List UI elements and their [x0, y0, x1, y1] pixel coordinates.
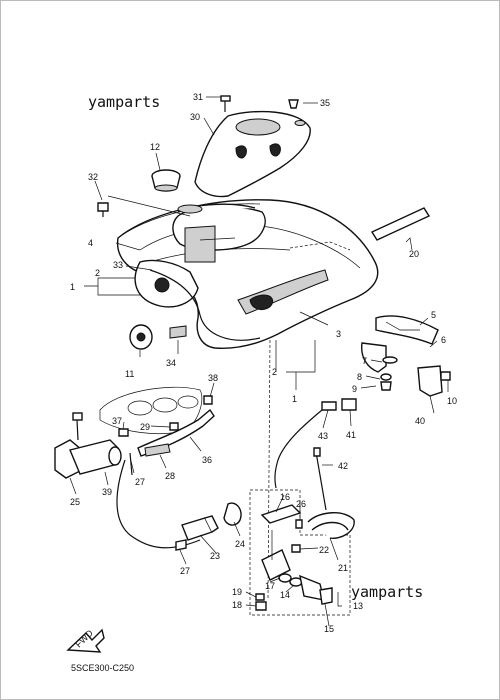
callout: 43 [318, 431, 328, 441]
callout: 36 [202, 455, 212, 465]
rubber-strip [370, 207, 431, 241]
callout: 3 [336, 329, 341, 339]
fuel-filter [175, 502, 242, 551]
callout: 25 [70, 497, 80, 507]
tank-top-cover [172, 203, 266, 263]
callout: 17 [265, 581, 275, 591]
console-cover [194, 110, 311, 198]
fwd-arrow-icon: FWD [66, 627, 105, 653]
callout: 39 [102, 487, 112, 497]
callout: 42 [338, 461, 348, 471]
callout: 14 [280, 590, 290, 600]
fuel-cap [151, 169, 181, 192]
callout: 10 [447, 396, 457, 406]
callout: 16 [280, 492, 290, 502]
callout: 40 [415, 416, 425, 426]
callout: 13 [353, 601, 363, 611]
callout: 41 [346, 430, 356, 440]
callout: 1 [70, 282, 75, 292]
callout: 27 [135, 477, 145, 487]
dampers [129, 324, 187, 350]
diagram-code: 5SCE300-C250 [71, 663, 135, 673]
callout: 4 [88, 238, 93, 248]
callout: 24 [235, 539, 245, 549]
callout: 26 [296, 499, 306, 509]
callout: 11 [125, 369, 134, 379]
callout: 8 [357, 372, 362, 382]
fuel-hoses [116, 408, 215, 549]
fuel-cock [249, 489, 355, 616]
callout: 9 [352, 384, 357, 394]
callout: 5 [431, 310, 436, 320]
callout: 1 [292, 394, 297, 404]
fuel-pump [54, 412, 122, 479]
callout: 29 [140, 422, 150, 432]
engine-intake-block [99, 386, 203, 434]
watermark-bottom: yamparts [351, 583, 424, 601]
rear-bracket [361, 315, 451, 397]
hose-clamps [118, 395, 213, 437]
callout: 23 [210, 551, 220, 561]
small-fasteners-top [97, 95, 299, 217]
callout: 30 [190, 112, 200, 122]
callout: 31 [193, 92, 203, 102]
callout: 2 [272, 367, 277, 377]
callout: 12 [150, 142, 160, 152]
callout: 7 [362, 356, 367, 366]
callout: 22 [319, 545, 329, 555]
callout: 20 [409, 249, 419, 259]
callout: 34 [166, 358, 176, 368]
callout: 28 [165, 471, 175, 481]
leader-lines [69, 96, 449, 627]
callout: 38 [208, 373, 218, 383]
control-cable [274, 398, 357, 511]
callout: 21 [338, 563, 348, 573]
callout: 18 [232, 600, 242, 610]
callout: 35 [320, 98, 330, 108]
callout: 19 [232, 587, 242, 597]
callout: 37 [112, 416, 122, 426]
callout-labels: 1 2 3 4 33 31 35 30 12 32 20 5 6 7 8 9 1… [70, 92, 457, 634]
callout: 6 [441, 335, 446, 345]
callout: 27 [180, 566, 190, 576]
callout: 15 [324, 624, 334, 634]
callout: 33 [113, 260, 123, 270]
callout: 32 [88, 172, 98, 182]
callout: 2 [95, 268, 100, 278]
watermark-top: yamparts [88, 93, 161, 111]
